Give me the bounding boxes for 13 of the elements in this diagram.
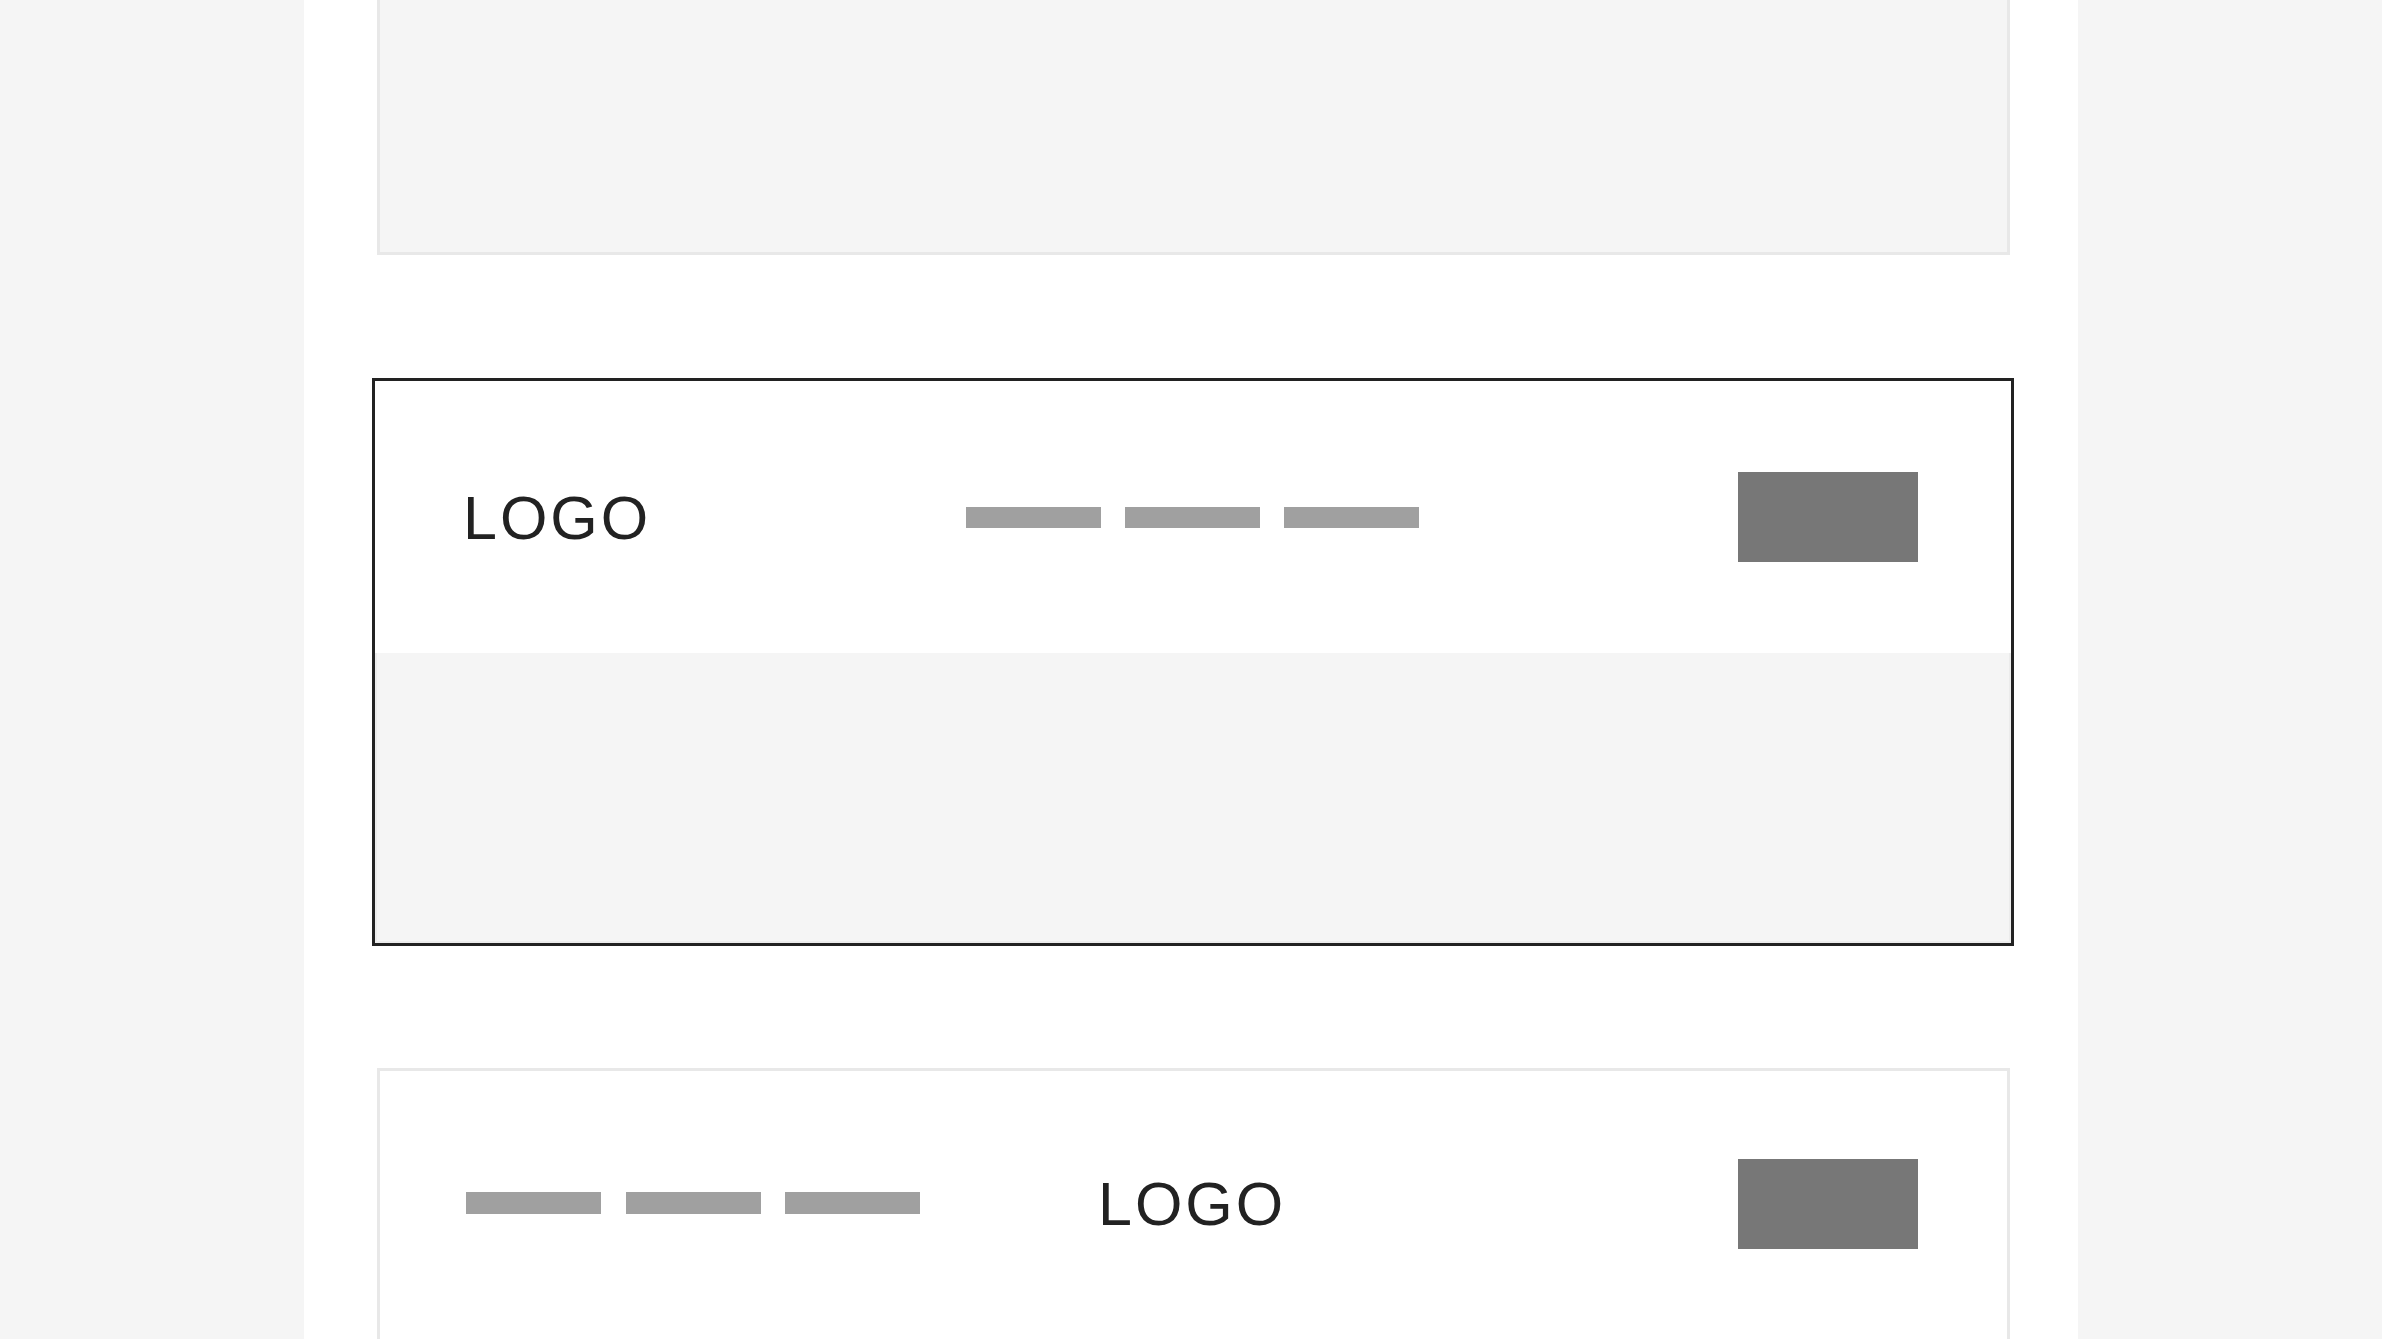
nav-link-bar [466,1192,601,1214]
nav-link-bar [1125,507,1260,528]
nav-link-bar [785,1192,920,1214]
header-card [377,1068,2010,1339]
placeholder-label: LOGO [463,487,652,549]
selected-header-card [372,378,2014,946]
nav-link-bar [626,1192,761,1214]
button-placeholder [1738,1159,1918,1249]
nav-link-bar [1284,507,1419,528]
button-placeholder [1738,472,1918,562]
nav-link-bar [966,507,1101,528]
placeholder-label: LOGO [1098,1173,1287,1235]
header-bar [375,381,2011,653]
